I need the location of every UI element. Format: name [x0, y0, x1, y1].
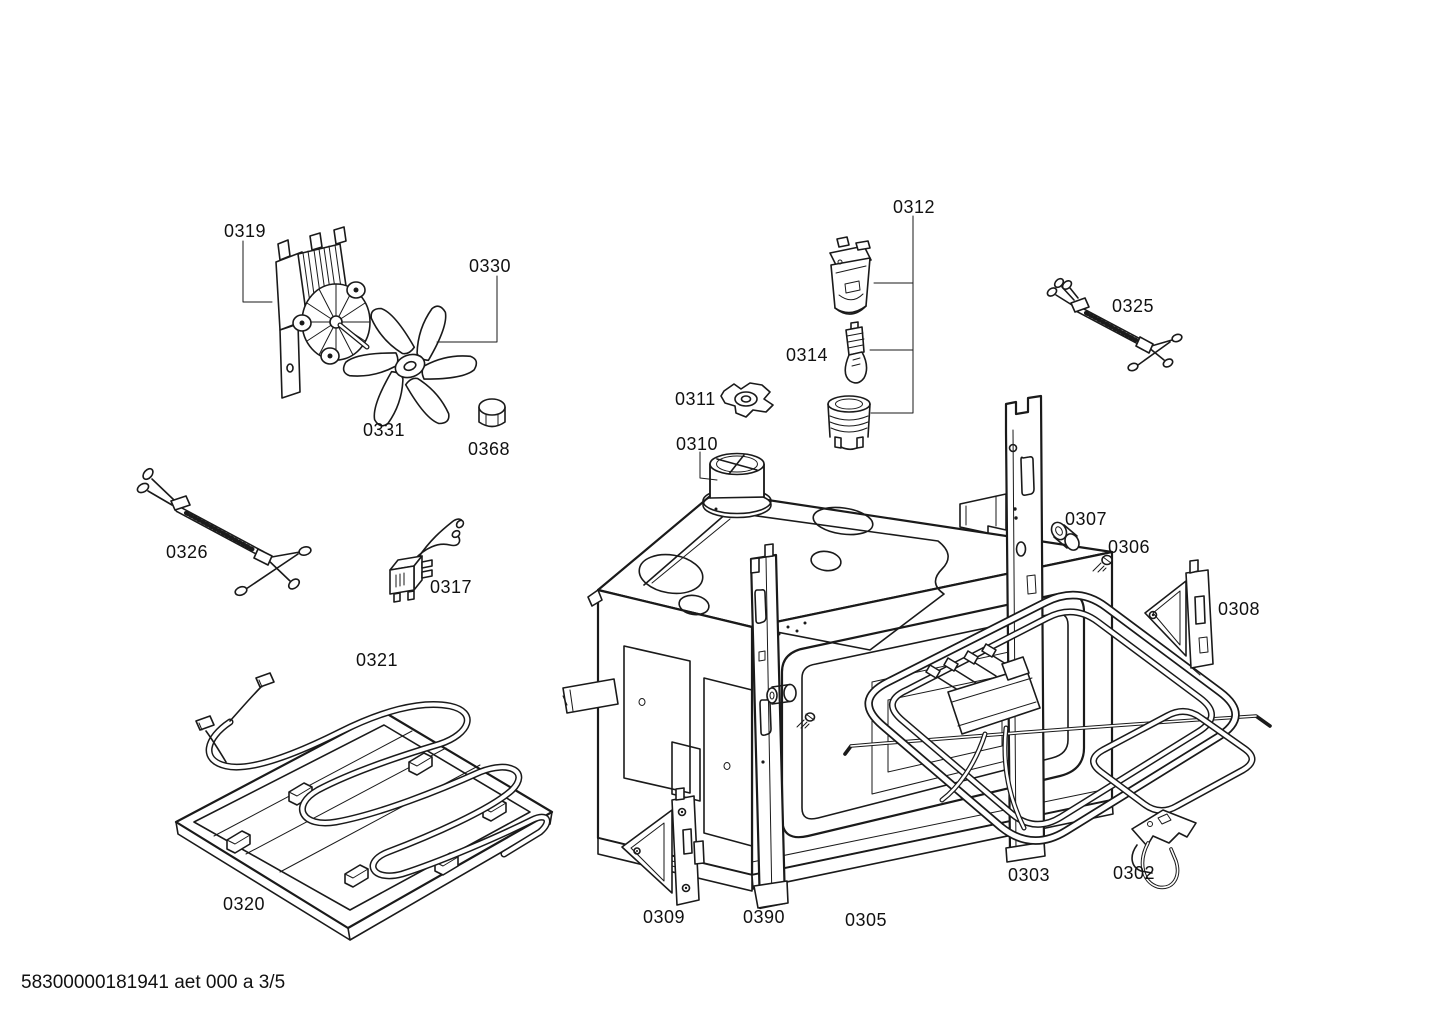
part-label-0330: 0330	[469, 256, 512, 276]
part-label-0331: 0331	[363, 420, 406, 440]
part-label-0319: 0319	[224, 221, 267, 241]
thermostat-switch-drawing	[389, 518, 465, 603]
part-label-0310: 0310	[676, 434, 719, 454]
part-label-0306: 0306	[1108, 537, 1151, 557]
part-label-0303: 0303	[1008, 865, 1051, 885]
callout-leader-lines	[242, 215, 914, 481]
bearing-cap-drawing	[478, 398, 506, 428]
part-label-0312: 0312	[893, 197, 936, 217]
part-label-0302: 0302	[1113, 863, 1156, 883]
mounting-bracket-0308-drawing	[1144, 559, 1214, 676]
fan-impeller-drawing	[342, 305, 478, 427]
part-label-0311: 0311	[675, 389, 716, 409]
part-label-0308: 0308	[1218, 599, 1261, 619]
part-label-0317: 0317	[430, 577, 473, 597]
document-code: 58300000181941 aet 000 a 3/5	[21, 972, 286, 993]
part-label-0307: 0307	[1065, 509, 1108, 529]
bottom-heating-element-drawing	[195, 672, 551, 880]
part-label-0390: 0390	[743, 907, 786, 927]
spacer-and-screw-drawing	[1050, 521, 1113, 573]
side-rail-drawing	[959, 394, 1046, 863]
part-label-0305: 0305	[845, 910, 888, 930]
part-label-0368: 0368	[468, 439, 511, 459]
door-peg-and-screw-drawing	[766, 683, 816, 729]
fan-motor-drawing	[275, 226, 371, 399]
grill-element-drawing	[843, 590, 1272, 845]
mounting-bracket-0309-drawing	[621, 787, 705, 906]
part-label-0325: 0325	[1112, 296, 1155, 316]
lamp-assembly-drawing	[720, 236, 872, 451]
wiring-harness-0325-drawing	[1046, 277, 1183, 372]
wiring-harness-0326-drawing	[136, 467, 312, 597]
part-label-0321: 0321	[356, 650, 399, 670]
part-label-0320: 0320	[223, 894, 266, 914]
part-label-0326: 0326	[166, 542, 209, 562]
front-frame-drawing	[749, 543, 789, 910]
part-label-0314: 0314	[786, 345, 829, 365]
part-label-0309: 0309	[643, 907, 686, 927]
element-clip-drawing	[1131, 809, 1197, 890]
